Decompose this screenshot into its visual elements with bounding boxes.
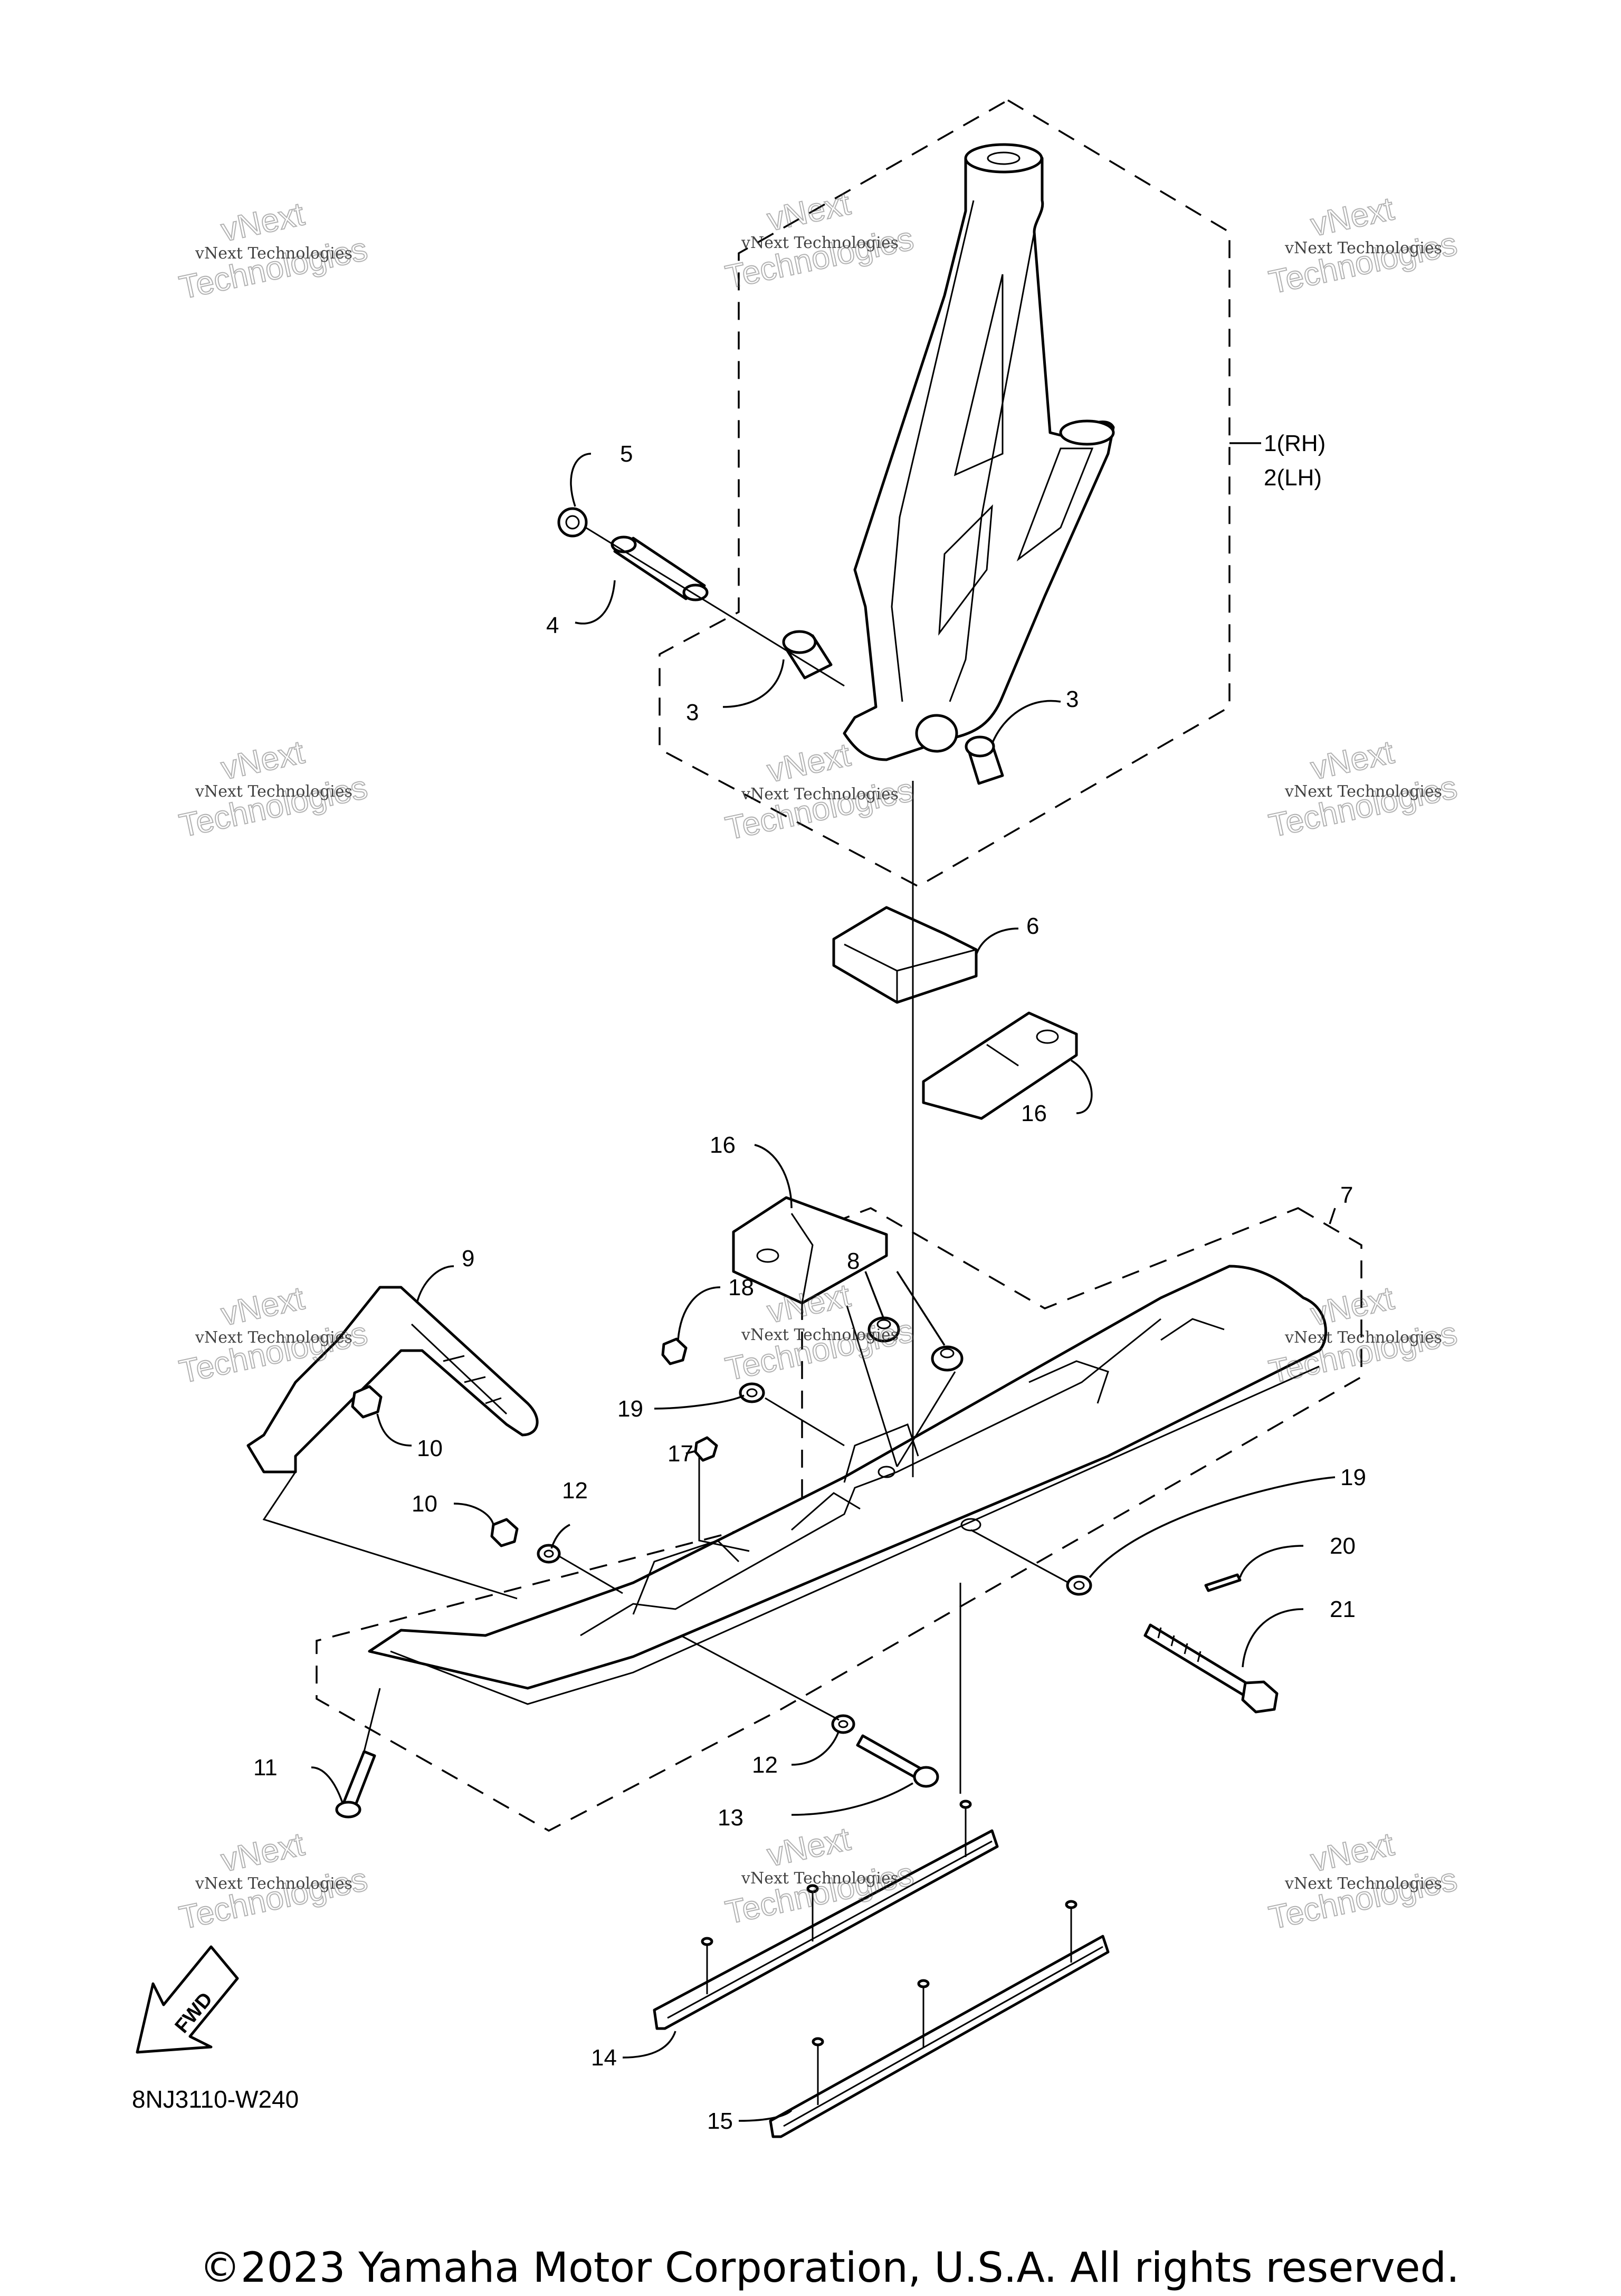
svg-text:vNext: vNext	[1308, 190, 1397, 243]
watermark: vNext vNext Technologies Technologies	[1265, 190, 1461, 301]
bolt-11	[335, 1750, 376, 1819]
ski-handle	[246, 1286, 539, 1474]
callout-7: 7	[1340, 1182, 1353, 1208]
svg-text:vNext: vNext	[218, 1280, 307, 1333]
cotter-pin-20	[1204, 1573, 1242, 1592]
svg-text:vNext: vNext	[218, 734, 307, 787]
svg-text:vNext Technologies: vNext Technologies	[1284, 782, 1442, 801]
svg-text:vNext: vNext	[218, 1826, 307, 1879]
spindle-assembly-outline	[659, 99, 1231, 887]
callout-13: 13	[718, 1805, 743, 1831]
plate-left	[732, 1196, 888, 1305]
callout-labels: 1(RH) 2(LH) 3 3 4 5 6 7 8 9 10 10 11 12 …	[253, 430, 1366, 2134]
svg-text:vNext Technologies: vNext Technologies	[1284, 239, 1442, 257]
callout-18: 18	[728, 1275, 754, 1300]
callout-16b: 16	[1021, 1101, 1047, 1126]
callout-11: 11	[253, 1755, 278, 1781]
watermark: vNext vNext Technologies Technologies	[176, 1825, 371, 1937]
bushing-upper	[782, 630, 833, 680]
bushing-lower	[965, 735, 1004, 785]
callout-17: 17	[668, 1441, 693, 1467]
callout-1: 1(RH)	[1264, 430, 1326, 456]
runner-15	[769, 1900, 1110, 2138]
callout-4: 4	[546, 613, 559, 638]
svg-text:vNext: vNext	[764, 185, 853, 238]
nut-10b	[490, 1518, 519, 1547]
svg-text:vNext: vNext	[1308, 1280, 1397, 1333]
svg-text:Technologies: Technologies	[1266, 226, 1460, 301]
plate-right	[922, 1011, 1078, 1120]
fwd-arrow-icon: FWD	[136, 1945, 239, 2054]
diagram-code: 8NJ3110-W240	[132, 2085, 299, 2113]
callout-14: 14	[591, 2045, 617, 2071]
svg-text:vNext: vNext	[764, 1821, 853, 1873]
rubber-mount-right	[931, 1345, 964, 1372]
watermark: vNext vNext Technologies Technologies	[176, 195, 371, 307]
callout-20: 20	[1330, 1533, 1356, 1559]
svg-text:vNext: vNext	[764, 736, 853, 789]
callout-8: 8	[847, 1248, 860, 1274]
ski-spindle	[843, 143, 1115, 761]
nut-handle	[351, 1385, 383, 1419]
svg-text:vNext Technologies: vNext Technologies	[1284, 1874, 1442, 1893]
callout-21: 21	[1330, 1596, 1356, 1622]
callout-16a: 16	[710, 1132, 736, 1158]
callout-10a: 10	[417, 1436, 443, 1461]
svg-text:Technologies: Technologies	[1266, 769, 1460, 845]
ski-assembly-outline	[316, 1207, 1362, 1832]
svg-text:vNext Technologies: vNext Technologies	[195, 1874, 352, 1893]
svg-text:vNext Technologies: vNext Technologies	[195, 782, 352, 801]
svg-text:vNext: vNext	[1308, 734, 1397, 787]
watermark: vNext vNext Technologies Technologies	[722, 1820, 917, 1931]
watermark: vNext vNext Technologies Technologies	[1265, 733, 1461, 845]
callout-3a: 3	[686, 700, 699, 725]
callout-19b: 19	[1340, 1465, 1366, 1490]
svg-text:vNext Technologies: vNext Technologies	[741, 1869, 899, 1888]
svg-text:Technologies: Technologies	[176, 769, 370, 845]
svg-text:vNext: vNext	[218, 196, 307, 248]
svg-text:vNext Technologies: vNext Technologies	[741, 234, 899, 252]
svg-text:vNext Technologies: vNext Technologies	[741, 1326, 899, 1344]
svg-text:vNext: vNext	[1308, 1826, 1397, 1879]
svg-text:Technologies: Technologies	[722, 1313, 917, 1388]
svg-text:vNext Technologies: vNext Technologies	[195, 1328, 352, 1347]
callout-12a: 12	[562, 1478, 588, 1504]
callout-19a: 19	[617, 1396, 643, 1422]
svg-text:vNext Technologies: vNext Technologies	[741, 785, 899, 803]
washer-19a	[739, 1382, 765, 1403]
svg-text:Technologies: Technologies	[722, 772, 917, 847]
cap	[557, 507, 588, 538]
bolt-21	[1143, 1623, 1279, 1714]
nut-18	[661, 1337, 688, 1365]
svg-text:Technologies: Technologies	[722, 221, 917, 296]
watermark: vNext vNext Technologies Technologies	[176, 733, 371, 845]
callout-2: 2(LH)	[1264, 465, 1322, 491]
leader-lines	[311, 442, 1336, 2122]
callout-9: 9	[462, 1246, 474, 1271]
svg-text:Technologies: Technologies	[1266, 1861, 1460, 1937]
assembly-lines	[262, 527, 1069, 1794]
callout-15: 15	[707, 2108, 733, 2134]
svg-text:Technologies: Technologies	[722, 1856, 917, 1931]
svg-text:vNext Technologies: vNext Technologies	[1284, 1328, 1442, 1347]
watermark: vNext vNext Technologies Technologies	[722, 185, 917, 296]
washer-12a	[537, 1544, 561, 1564]
callout-3b: 3	[1066, 686, 1079, 712]
washer-19b	[1066, 1575, 1092, 1596]
callout-5: 5	[620, 441, 633, 467]
copyright-notice: ©2023 Yamaha Motor Corporation, U.S.A. A…	[199, 2244, 1460, 2292]
damper	[832, 906, 978, 1004]
collar	[611, 535, 709, 601]
bolt-13	[856, 1734, 939, 1788]
ski	[368, 1265, 1327, 1705]
svg-text:vNext Technologies: vNext Technologies	[195, 244, 352, 263]
svg-text:Technologies: Technologies	[176, 231, 370, 307]
callout-10b: 10	[412, 1491, 437, 1517]
svg-text:Technologies: Technologies	[176, 1861, 370, 1937]
callout-12b: 12	[752, 1752, 778, 1778]
runner-14	[653, 1800, 999, 2030]
callout-6: 6	[1026, 913, 1039, 939]
watermark: vNext vNext Technologies Technologies	[1265, 1825, 1461, 1937]
